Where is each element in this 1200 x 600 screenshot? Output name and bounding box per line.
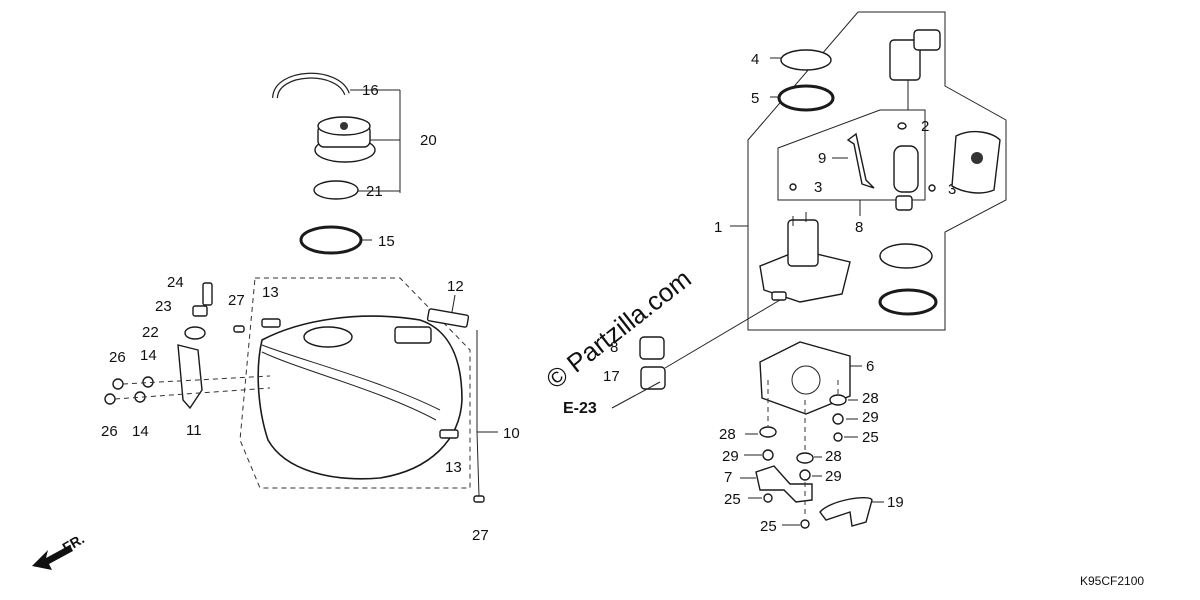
- washer-3-right: [928, 184, 936, 192]
- label-24: 24: [167, 274, 184, 291]
- label-10: 10: [503, 425, 520, 442]
- damper-13-bottom: [439, 429, 459, 439]
- label-14-bottom: 14: [132, 423, 149, 440]
- label-29-right: 29: [862, 409, 879, 426]
- cap-seal-15: [299, 225, 363, 255]
- e23-leader: [611, 381, 661, 409]
- lower-dashes: [767, 380, 839, 518]
- label-20: 20: [420, 132, 437, 149]
- seal-ring-lower: [878, 288, 938, 316]
- wire-harness-19: [819, 496, 873, 527]
- label-13-bottom: 13: [445, 459, 462, 476]
- label-26-bottom: 26: [101, 423, 118, 440]
- stay-7: [755, 465, 813, 503]
- label-29-left: 29: [722, 448, 739, 465]
- washer-28-left: [759, 426, 777, 438]
- pump-regulator: [889, 29, 941, 110]
- pump-motor-8: [893, 145, 919, 211]
- clip-27-bottom: [473, 495, 485, 503]
- tank-leaders: [451, 294, 498, 497]
- washer-3-left: [789, 183, 797, 191]
- washer-28-mid: [796, 452, 814, 464]
- collar-29-left: [762, 449, 774, 461]
- fuel-tank-10: [257, 315, 463, 480]
- label-28-mid: 28: [825, 448, 842, 465]
- label-19: 19: [887, 494, 904, 511]
- nut-25-left: [763, 493, 773, 503]
- mount-hardware: [104, 282, 271, 410]
- breather-hose-16: [272, 72, 350, 99]
- ring-5: [777, 84, 835, 112]
- connector-18: [639, 336, 665, 360]
- diagram-code: K95CF2100: [1080, 574, 1144, 588]
- label-3-left: 3: [814, 179, 822, 196]
- label-15: 15: [378, 233, 395, 250]
- damper-13-top: [261, 318, 281, 328]
- label-8-kit: 8: [855, 219, 863, 236]
- fuel-pump-unit-1: [759, 212, 851, 303]
- label-25-bottom: 25: [760, 518, 777, 535]
- label-22: 22: [142, 324, 159, 341]
- label-13-top: 13: [262, 284, 279, 301]
- label-28-left: 28: [719, 426, 736, 443]
- label-12: 12: [447, 278, 464, 295]
- label-28-right: 28: [862, 390, 879, 407]
- reference-e23: E-23: [563, 400, 597, 417]
- label-2: 2: [921, 118, 929, 135]
- nut-25-right: [833, 432, 843, 442]
- hose-leader: [664, 299, 781, 369]
- label-1: 1: [714, 219, 722, 236]
- tank-outline-frame: [239, 277, 471, 489]
- label-3-right: 3: [948, 181, 956, 198]
- label-4: 4: [751, 51, 759, 68]
- o-ring-2: [897, 122, 907, 130]
- label-5: 5: [751, 90, 759, 107]
- front-arrow-icon: [32, 545, 73, 570]
- clip-27-top: [233, 325, 245, 333]
- pump-clip-9: [846, 132, 875, 189]
- collar-29-right: [832, 413, 844, 425]
- label-29-mid: 29: [825, 468, 842, 485]
- label-26-top: 26: [109, 349, 126, 366]
- lower-leaders: [740, 399, 884, 526]
- label-11: 11: [186, 422, 202, 439]
- label-21: 21: [366, 183, 383, 200]
- label-25-left: 25: [724, 491, 741, 508]
- washer-28-right: [829, 394, 847, 406]
- collar-29-mid: [799, 469, 811, 481]
- label-14-top: 14: [140, 347, 157, 364]
- pump-kit-frame: [747, 11, 1007, 331]
- label-7: 7: [724, 469, 732, 486]
- tank-pad-12: [426, 308, 470, 328]
- strainer-ring: [879, 243, 933, 269]
- label-16: 16: [362, 82, 379, 99]
- label-17: 17: [603, 368, 620, 385]
- label-23: 23: [155, 298, 172, 315]
- label-27-bottom: 27: [472, 527, 489, 544]
- pump-subkit-frame: [777, 109, 926, 201]
- connector-17: [640, 366, 666, 390]
- fuel-cap-20: [314, 116, 376, 163]
- label-6: 6: [866, 358, 874, 375]
- label-27-top: 27: [228, 292, 245, 309]
- label-8-connector: 8: [610, 339, 618, 356]
- filter-cover: [951, 130, 1001, 194]
- cap-gasket-21: [313, 180, 359, 200]
- label-25-right: 25: [862, 429, 879, 446]
- o-ring-4: [780, 49, 832, 71]
- cap-bracket-leaders: [350, 89, 401, 241]
- pump-gasket-6: [759, 341, 851, 415]
- label-9: 9: [818, 150, 826, 167]
- nut-25-bottom: [800, 519, 810, 529]
